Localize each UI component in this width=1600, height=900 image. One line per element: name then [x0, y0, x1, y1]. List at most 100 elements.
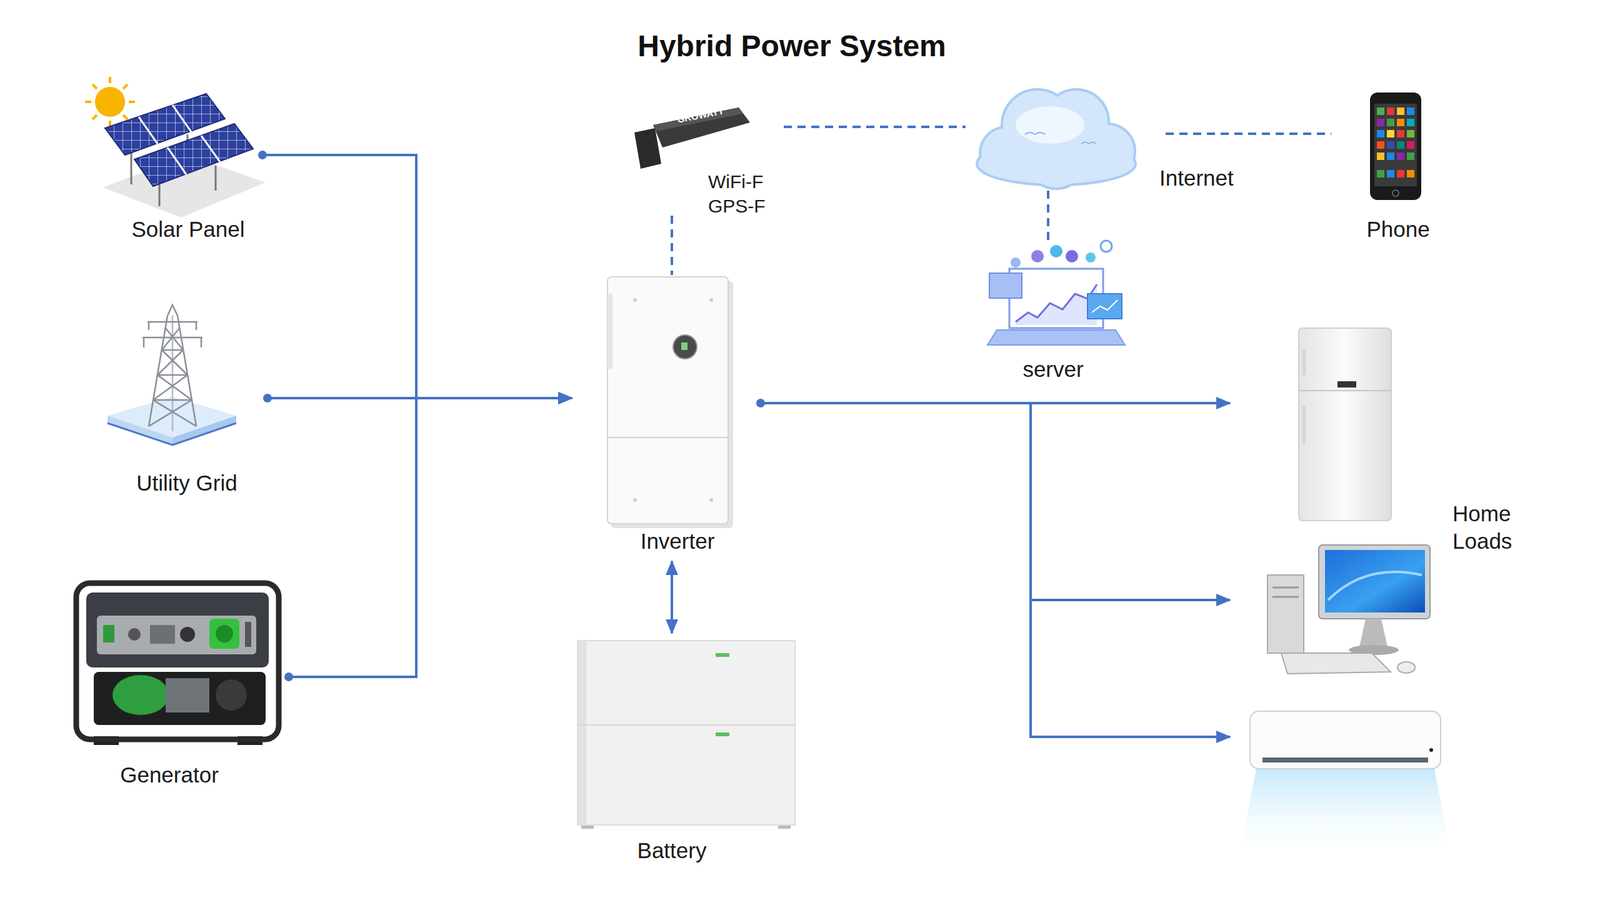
phone-device: [1386, 152, 1395, 160]
transmission-tower: [142, 305, 203, 432]
server-dashboard: [1010, 257, 1021, 268]
inverter-device: [607, 436, 729, 439]
solar-panel-array: [167, 147, 187, 175]
transmission-tower: [107, 415, 173, 445]
battery-unit: [577, 640, 587, 825]
server-dashboard: [1065, 250, 1079, 263]
phone-device: [1376, 141, 1385, 149]
server-dashboard: [1015, 284, 1097, 325]
transmission-tower: [161, 350, 188, 375]
phone-device: [1386, 130, 1395, 138]
transmission-tower: [148, 315, 168, 427]
home-loads-node: Home Loads: [1230, 318, 1524, 857]
internet-cloud: [1025, 132, 1097, 144]
internet-cloud: [978, 90, 1135, 188]
node-label: WiFi-F GPS-F: [708, 169, 777, 219]
transmission-tower: [153, 375, 188, 400]
dashed-line: [783, 125, 966, 129]
node-label: Utility Grid: [105, 470, 269, 497]
desktop-computer: [1325, 550, 1425, 613]
inverter-device: [681, 342, 688, 350]
node-label: Internet: [1159, 165, 1234, 192]
diagram-title: Hybrid Power System: [541, 28, 1042, 64]
connector-dot: [258, 150, 267, 160]
node-label: server: [984, 356, 1122, 383]
phone-node: Phone: [1331, 87, 1466, 244]
sun-icon: [123, 84, 128, 89]
solar-panel-array: [215, 165, 217, 191]
phone-device: [1376, 152, 1385, 160]
connector-dot: [756, 398, 765, 408]
phone-device: [1406, 107, 1415, 115]
phone-device: [1406, 141, 1415, 149]
phone-device: [1406, 130, 1415, 138]
desktop-computer: [1267, 545, 1430, 674]
generator-unit: [93, 671, 266, 725]
server-dashboard: [1087, 293, 1122, 319]
inverter-device: [633, 498, 637, 502]
server-dashboard: [987, 330, 1125, 345]
inverter-device: [709, 498, 714, 502]
server-node: server: [975, 240, 1132, 385]
phone-device: [1386, 107, 1395, 115]
solar-panel-array: [172, 105, 192, 132]
internet-cloud: [978, 143, 1135, 184]
phone-device: [1406, 170, 1415, 178]
internet-cloud: [1081, 142, 1097, 145]
internet-cloud: [978, 90, 1135, 188]
transmission-tower: [171, 315, 174, 432]
generator-node: Generator: [68, 571, 289, 791]
sun-icon: [108, 76, 112, 84]
phone-device: [1396, 118, 1405, 127]
server-dashboard: [1015, 284, 1097, 322]
air-conditioner: [1429, 748, 1434, 752]
phone-device: [1386, 141, 1395, 149]
desktop-computer: [1267, 575, 1304, 654]
sun-icon: [85, 76, 135, 127]
transmission-tower: [107, 305, 237, 445]
transmission-tower: [157, 350, 184, 375]
server-dashboard: [1091, 300, 1118, 313]
power-flow-connector: [756, 398, 1230, 737]
desktop-computer: [1359, 618, 1388, 647]
connector-dot: [284, 672, 294, 682]
phone-device: [1376, 107, 1385, 115]
refrigerator: [1298, 328, 1392, 521]
inverter-device: [673, 335, 697, 359]
transmission-tower: [157, 374, 188, 377]
server-dashboard: [987, 240, 1125, 345]
phone-device: [1406, 152, 1415, 160]
dashed-data-link: [671, 215, 673, 275]
air-conditioner: [1262, 757, 1429, 763]
phone-device: [1376, 118, 1385, 127]
refrigerator: [1337, 381, 1357, 388]
phone-device: [1370, 92, 1422, 200]
inverter-device: [709, 298, 714, 302]
server-dashboard: [1050, 245, 1063, 258]
flow-line: [288, 398, 572, 677]
phone-device: [1386, 118, 1395, 127]
node-label: Inverter: [602, 528, 753, 555]
transmission-tower: [200, 337, 203, 348]
flow-line: [670, 561, 674, 634]
internet-cloud: [978, 143, 1135, 184]
node-label: Battery: [578, 837, 766, 864]
generator-unit: [215, 679, 247, 711]
desktop-computer: [1328, 571, 1422, 600]
phone-device: [1370, 92, 1422, 200]
solar-panel-array: [130, 153, 133, 185]
transmission-tower: [148, 400, 192, 427]
transmission-tower: [142, 336, 203, 339]
generator-unit: [165, 678, 210, 713]
dashed-data-link: [783, 126, 966, 128]
inverter-node: Inverter: [571, 275, 761, 557]
sun-icon: [85, 76, 135, 127]
phone-device: [1396, 170, 1405, 178]
transmission-tower: [172, 415, 237, 445]
inverter-device: [607, 276, 734, 529]
node-label: Home Loads: [1452, 500, 1540, 555]
solar-panel-array: [138, 116, 158, 144]
transmission-tower: [195, 321, 198, 330]
solar-panel-node: Solar Panel: [87, 81, 263, 244]
